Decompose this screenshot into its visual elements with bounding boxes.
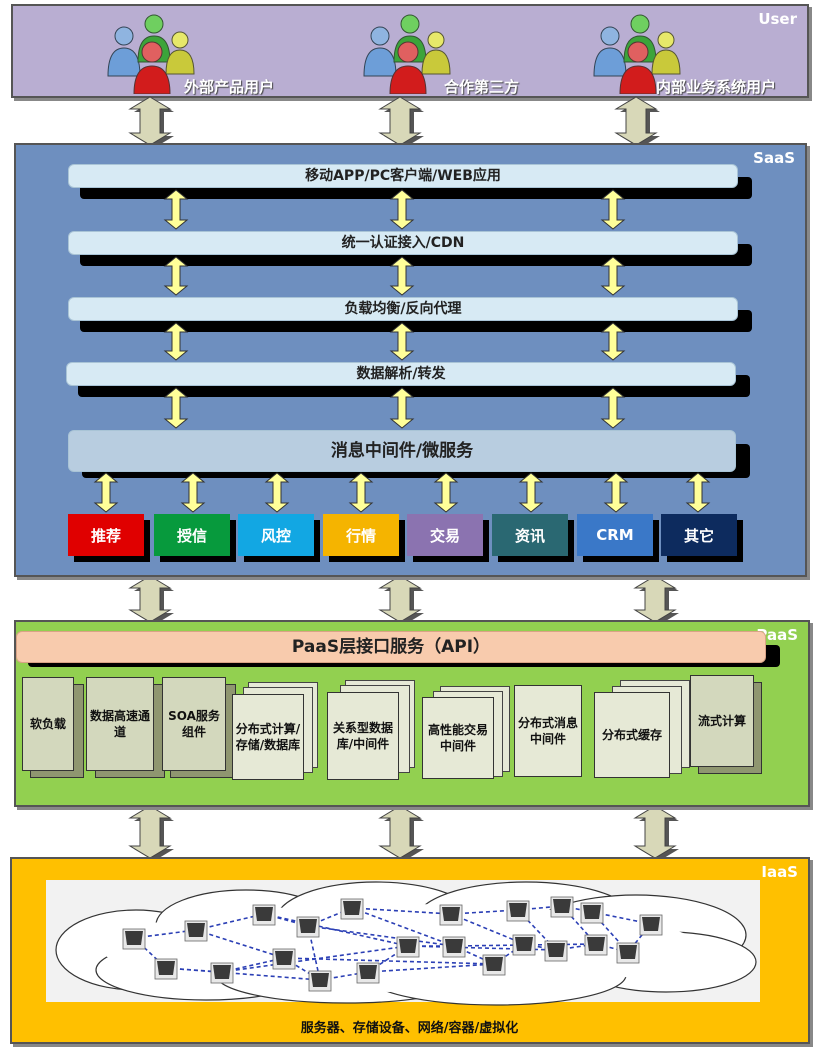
flow-arrow [389,322,415,361]
paas-relational-db: 关系型数据库/中间件 [327,692,399,780]
server-icon [296,916,320,938]
server-icon [340,898,364,920]
user-group-label: 合作第三方 [444,78,520,96]
iaas-layer-tag: IaaS [761,863,798,881]
server-icon [439,904,463,926]
flow-arrow [600,387,626,429]
users-icon [593,14,681,94]
user-group-label: 外部产品用户 [184,78,275,96]
paas-message-middleware: 分布式消息中间件 [514,685,582,777]
paas-layer-tag: PaaS [756,626,798,644]
flow-arrow [389,189,415,230]
service-news: 资讯 [492,514,568,556]
saas-bar-client-apps: 移动APP/PC客户端/WEB应用 [68,164,738,188]
server-icon [210,962,234,984]
server-icon [580,902,604,924]
saas-bar-data-parse: 数据解析/转发 [66,362,736,386]
flow-arrow [518,472,544,513]
server-icon [396,936,420,958]
server-icon [506,900,530,922]
flow-arrow [93,472,119,513]
layer-connector-arrow [128,805,174,861]
flow-arrow [389,387,415,429]
layer-connector-arrow [378,805,424,861]
saas-layer: SaaS [14,143,807,577]
saas-layer-tag: SaaS [753,149,795,167]
service-recommend: 推荐 [68,514,144,556]
layer-connector-arrow [128,575,174,625]
server-icon [544,940,568,962]
layer-connector-arrow [614,96,660,148]
server-icon [308,970,332,992]
server-icon [442,936,466,958]
flow-arrow [163,189,189,230]
server-icon [616,942,640,964]
service-credit: 授信 [154,514,230,556]
flow-arrow [685,472,711,513]
paas-soa-components: SOA服务组件 [162,677,226,771]
server-icon [122,928,146,950]
users-icon [363,14,451,94]
user-group-internal: 内部业务系统用户 [586,10,819,100]
saas-bar-load-balance: 负载均衡/反向代理 [68,297,738,321]
paas-distributed-cache: 分布式缓存 [594,692,670,778]
flow-arrow [163,387,189,429]
server-icon [356,962,380,984]
flow-arrow [433,472,459,513]
layer-connector-arrow [633,805,679,861]
layer-connector-arrow [128,96,174,148]
flow-arrow [603,472,629,513]
server-icon [252,904,276,926]
iaas-caption: 服务器、存储设备、网络/容器/虚拟化 [300,1021,519,1036]
flow-arrow [348,472,374,513]
service-risk-control: 风控 [238,514,314,556]
user-group-partner: 合作第三方 [356,10,616,100]
server-icon [512,934,536,956]
flow-arrow [389,256,415,296]
users-icon [107,14,195,94]
paas-distributed-compute: 分布式计算/存储/数据库 [232,694,304,780]
user-group-label: 内部业务系统用户 [656,78,777,96]
server-icon [639,914,663,936]
server-icon [154,958,178,980]
flow-arrow [600,256,626,296]
service-market-data: 行情 [323,514,399,556]
flow-arrow [600,189,626,230]
saas-bar-middleware: 消息中间件/微服务 [68,430,736,472]
service-crm: CRM [577,514,653,556]
flow-arrow [180,472,206,513]
layer-connector-arrow [378,575,424,625]
flow-arrow [163,322,189,361]
server-icon [584,934,608,956]
paas-stream-compute: 流式计算 [690,675,754,767]
paas-soft-load: 软负载 [22,677,74,771]
user-layer-tag: User [758,10,797,28]
server-icon [550,896,574,918]
infrastructure-network [46,880,760,1006]
service-other: 其它 [661,514,737,556]
paas-api-bar: PaaS层接口服务（API） [16,631,766,663]
paas-trading-middleware: 高性能交易中间件 [422,697,494,779]
flow-arrow [163,256,189,296]
service-trading: 交易 [407,514,483,556]
saas-bar-auth-cdn: 统一认证接入/CDN [68,231,738,255]
server-icon [184,920,208,942]
flow-arrow [600,322,626,361]
server-icon [482,954,506,976]
layer-connector-arrow [378,96,424,148]
user-group-external: 外部产品用户 [100,10,360,100]
flow-arrow [264,472,290,513]
server-icon [272,948,296,970]
paas-data-channel: 数据高速通道 [86,677,154,771]
